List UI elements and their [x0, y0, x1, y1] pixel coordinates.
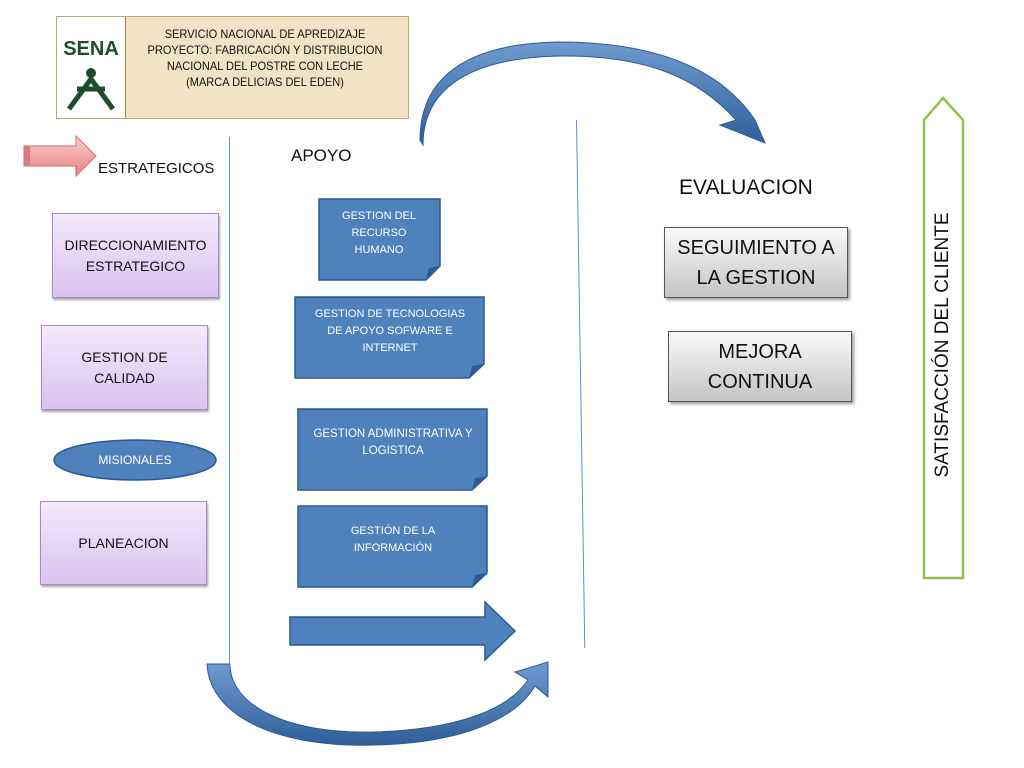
svg-text:SENA: SENA [63, 38, 119, 60]
bottom-curved-arrow [206, 661, 549, 746]
divider-left [229, 137, 230, 667]
satisfaccion-del-cliente-label: SATISFACCIÓN DEL CLIENTE [932, 212, 953, 478]
pink-arrow-tail [24, 146, 30, 166]
evaluacion-label: EVALUACION [679, 176, 813, 199]
apoyo-box-tecnologias: GESTION DE TECNOLOGIAS DE APOYO SOFWARE … [314, 308, 466, 354]
header-line-1: SERVICIO NACIONAL DE APREDIZAJE [164, 27, 366, 41]
sena-logo: SENA [57, 17, 126, 118]
apoyo-box-recurso-humano: GESTION DEL RECURSO HUMANO [342, 210, 416, 256]
misionales-label: MISIONALES [98, 453, 172, 467]
box-planeacion: PLANEACION [40, 501, 207, 585]
box-mejora-continua: MEJORA CONTINUA [668, 331, 852, 402]
header-line-3: NACIONAL DEL POSTRE CON LECHE [166, 59, 364, 73]
apoyo-box-administrativa: GESTION ADMINISTRATIVA Y LOGISTICA [313, 428, 473, 457]
estrategicos-label: ESTRATEGICOS [98, 160, 215, 177]
header-line-4: (MARCA DELICIAS DEL EDEN) [186, 75, 344, 89]
straight-blue-arrow [289, 600, 517, 662]
box-gestion-de-calidad: GESTION DE CALIDAD [41, 325, 208, 410]
apoyo-box-informacion: GESTIÓN DE LA INFORMACIÓN [350, 525, 436, 554]
box-seguimiento-a-la-gestion: SEGUIMIENTO A LA GESTION [664, 227, 848, 298]
header-title: SERVICIO NACIONAL DE APREDIZAJE PROYECTO… [141, 26, 389, 90]
box-direccionamiento-estrategico: DIRECCIONAMIENTO ESTRATEGICO [52, 213, 219, 298]
top-curved-arrow [419, 41, 766, 147]
misionales-ellipse [53, 439, 217, 481]
satisfaccion-arrow-outline [922, 96, 965, 580]
apoyo-label: APOYO [291, 146, 352, 165]
header-line-2: PROYECTO: FABRICACIÓN Y DISTRIBUCION [147, 43, 383, 57]
pink-arrow [23, 134, 97, 178]
